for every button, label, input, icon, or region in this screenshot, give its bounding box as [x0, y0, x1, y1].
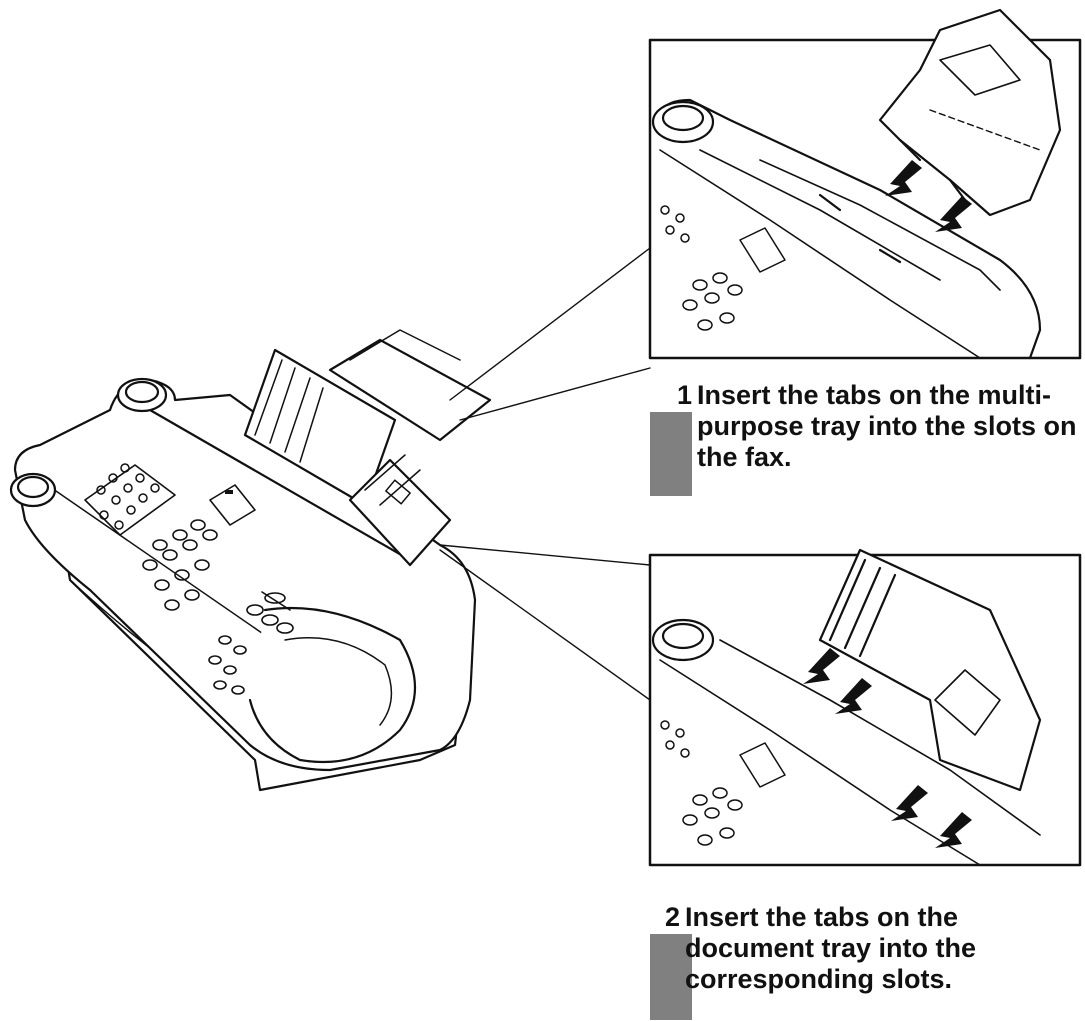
roll-cap-icon	[651, 618, 715, 662]
insert-arrow-icon	[803, 648, 972, 848]
step-1-number: 1	[677, 380, 693, 410]
detail-box-1	[648, 8, 1082, 360]
roll-cap-top-icon	[116, 377, 168, 413]
roll-cap-icon	[651, 100, 715, 144]
roll-cap-left-icon	[9, 472, 57, 508]
step-2-number: 2	[665, 902, 681, 932]
insert-arrow-icon	[885, 160, 972, 232]
document-tray	[818, 548, 1042, 792]
step-2-number-box	[650, 900, 692, 934]
callout-lines	[439, 247, 651, 701]
multipurpose-tray	[878, 8, 1062, 217]
fax-machine-main	[9, 329, 492, 792]
step-1-text: Insert the tabs on the multi- purpose tr…	[697, 380, 1077, 472]
detail-box-2	[648, 548, 1082, 867]
step-1-number-box	[650, 378, 692, 412]
step-2-text: Insert the tabs on the document tray int…	[685, 902, 977, 994]
